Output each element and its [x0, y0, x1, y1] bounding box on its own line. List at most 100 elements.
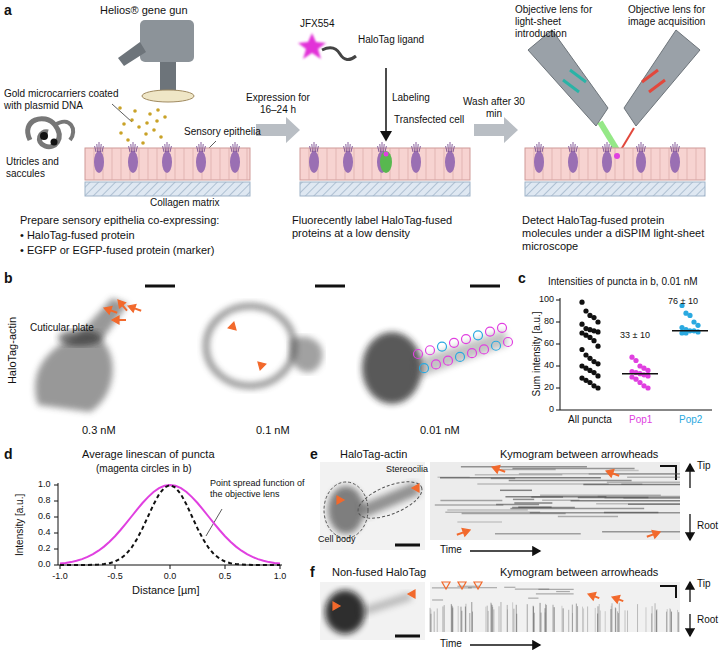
kymogram-streak: [652, 606, 653, 632]
hair-bundle: [638, 144, 640, 152]
objective-right: [624, 30, 700, 126]
figure-label: Intensities of puncta in b, 0.01 nM: [548, 276, 698, 288]
cell-border: [175, 148, 176, 180]
arrowhead: [442, 582, 450, 589]
kymogram-streak: [612, 603, 613, 632]
axis-tick-mark: [280, 565, 281, 569]
hair-cell-image: [35, 298, 128, 412]
kymogram-streak: [615, 608, 616, 632]
cell-border: [561, 148, 562, 180]
cell-border: [624, 148, 625, 180]
data-point: [633, 358, 638, 363]
figure-label: Utricles and saccules: [6, 156, 78, 180]
data-point: [591, 338, 596, 343]
kymogram-streak: [452, 606, 453, 632]
kymogram-streak: [435, 504, 504, 506]
kymogram-streak: [572, 605, 573, 632]
figure-label: Objective lens for light-sheet introduct…: [515, 4, 610, 39]
figure-label: (magenta circles in b): [96, 463, 192, 475]
gold-microcarrier: [141, 141, 145, 145]
panel-letter: d: [4, 446, 13, 463]
punctum-circle: [474, 331, 483, 340]
figure-label: 76 ± 10: [668, 296, 698, 307]
arrowhead: [652, 531, 660, 539]
dashed-outline: [353, 474, 427, 525]
figure-label: Time: [440, 544, 462, 556]
axis-title: Intensity [a.u.]: [14, 494, 26, 556]
figure-label: Kymogram between arrowheads: [500, 448, 658, 461]
hair-bundle: [198, 144, 200, 152]
hair-cell: [343, 151, 353, 173]
hair-bundle: [167, 142, 168, 152]
cell-border: [399, 148, 400, 180]
hair-bundle: [607, 142, 608, 152]
gun-handle: [118, 42, 146, 66]
arrowhead: [462, 529, 470, 537]
figure-label: Kymogram between arrowheads: [500, 566, 658, 579]
axis-tick: 0.5: [210, 571, 240, 582]
pointer-arrow: [457, 532, 464, 534]
axis-tick: 20: [544, 382, 554, 393]
figure-label: 33 ± 10: [620, 330, 650, 341]
hair-bundle: [641, 142, 642, 152]
figure-label: Transfected cell: [394, 114, 464, 126]
kymogram-streak: [655, 603, 656, 632]
hair-bundle: [349, 144, 351, 152]
hair-bundle: [133, 142, 134, 152]
cell-border: [193, 148, 194, 180]
hair-bundle: [314, 142, 315, 152]
cell-border: [615, 148, 616, 180]
kymogram-streak: [667, 609, 668, 632]
cell-border: [327, 148, 328, 180]
kymogram-streak: [516, 605, 517, 632]
hair-bundle: [202, 144, 204, 152]
axis-tick-mark: [556, 388, 560, 389]
hair-cell: [230, 151, 240, 173]
data-point: [583, 308, 588, 313]
axis-tick-mark: [556, 410, 560, 411]
stereocilia-image: [360, 482, 420, 518]
kymogram-streak: [645, 607, 646, 632]
ear-canal: [55, 122, 73, 140]
kymogram-streak: [461, 466, 587, 468]
chart-axes: [560, 298, 712, 410]
kymogram-streak: [583, 608, 584, 632]
cell-body-image: [362, 332, 422, 404]
cell-border: [687, 148, 688, 180]
gold-microcarrier: [155, 119, 159, 123]
kymogram-streak: [491, 478, 515, 480]
punctum-circle: [414, 350, 423, 359]
hair-bundle: [536, 144, 538, 152]
gun-body: [140, 20, 194, 62]
hair-bundle: [678, 146, 679, 152]
figure-label: • HaloTag-fused protein: [20, 229, 135, 242]
axis-arrow: [689, 582, 690, 602]
kymogram-streak: [512, 602, 513, 632]
figure-label: Cuticular plate: [30, 322, 94, 334]
gold-microcarrier: [119, 131, 123, 135]
axis-tick-mark: [54, 517, 58, 518]
hair-bundle: [610, 146, 611, 152]
pointer-arrow: [619, 599, 624, 601]
kymogram-streak: [499, 606, 500, 632]
arrowhead: [337, 496, 344, 504]
stereocilia-image: [360, 592, 412, 616]
blob-image: [290, 337, 323, 373]
hair-bundle: [348, 142, 349, 152]
gene-gun: [118, 20, 194, 102]
hair-bundle: [201, 142, 202, 152]
scale-bar: [145, 285, 175, 288]
dashed-outline: [324, 482, 368, 538]
figure-label: Root: [697, 520, 718, 532]
kymogram-streak: [447, 509, 528, 511]
figure-label: Detect HaloTag-fused protein molecules u…: [522, 214, 717, 253]
panel-letter: e: [310, 446, 318, 463]
saccule: [51, 139, 58, 146]
hair-bundle: [637, 146, 638, 152]
stereocilia-image: [415, 330, 508, 378]
hair-bundle: [542, 146, 543, 152]
kymogram-streak: [541, 613, 542, 632]
hair-cell: [128, 151, 138, 173]
objective-band: [649, 80, 665, 92]
cell-border: [462, 148, 463, 180]
